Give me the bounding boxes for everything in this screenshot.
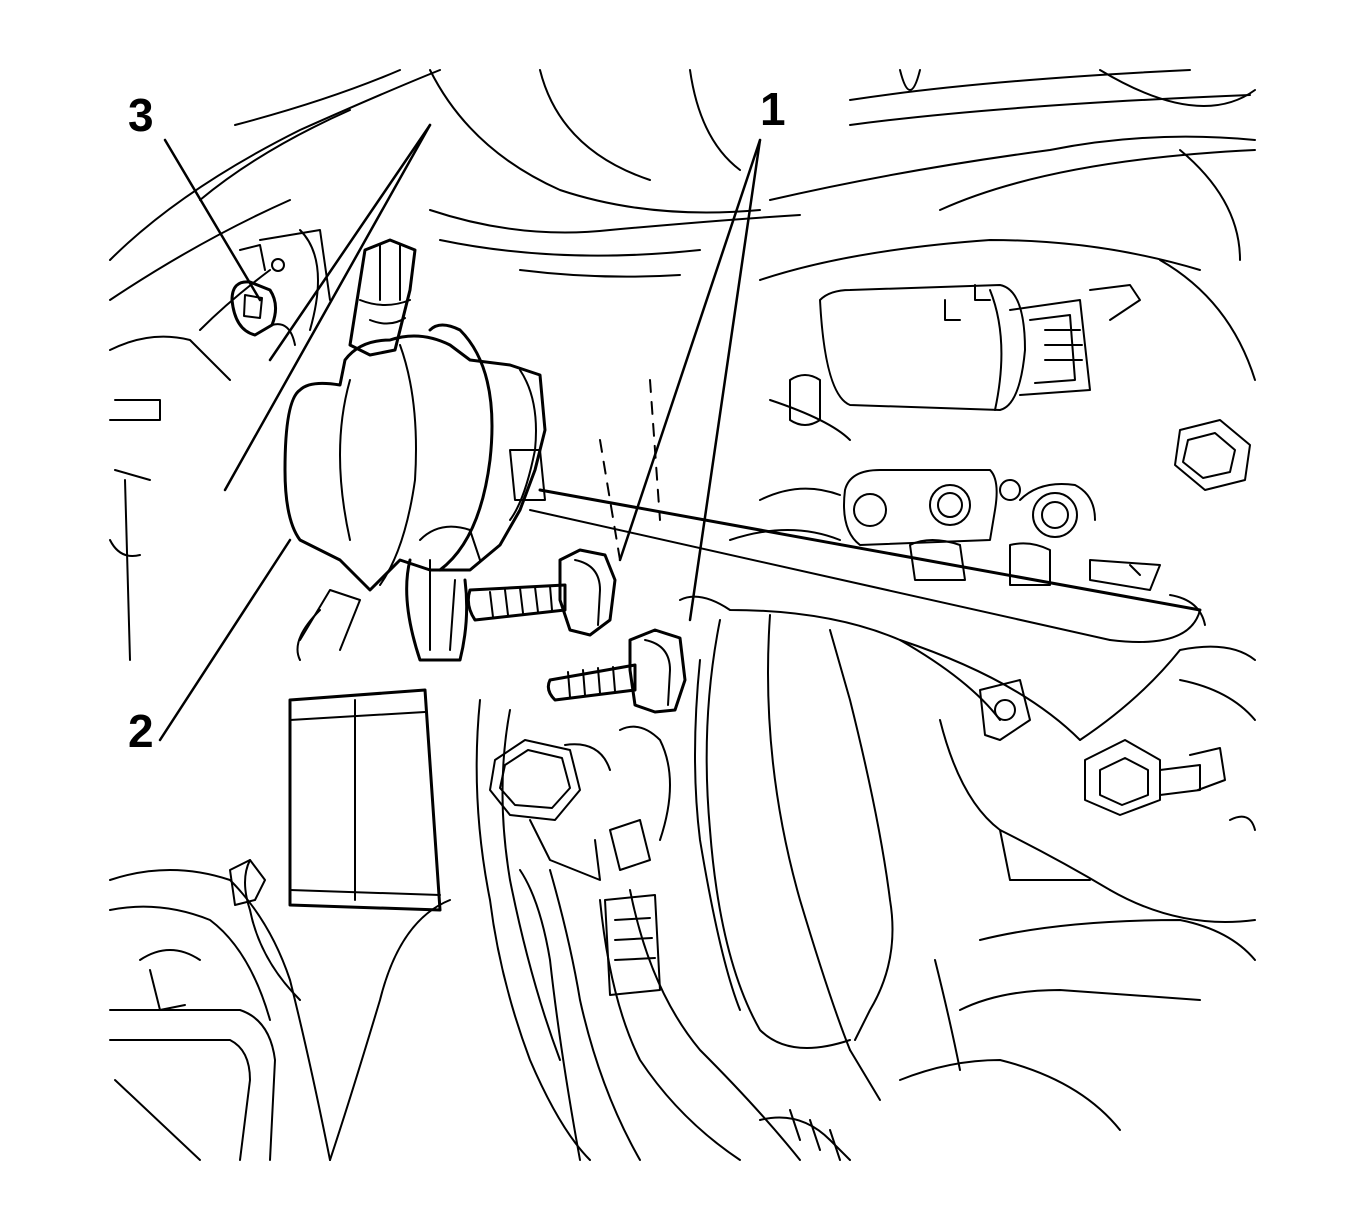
- callout-label-3: 3: [128, 89, 154, 141]
- leader-3: [163, 138, 262, 302]
- hex-nut-top-right: [1174, 419, 1251, 491]
- bolt-upper: [466, 548, 617, 637]
- mounting-bracket: [729, 469, 1161, 591]
- alignment-lines: [599, 379, 661, 561]
- lower-hoses: [109, 699, 851, 1161]
- bolt-lower: [546, 628, 687, 714]
- leader-2: [158, 538, 292, 742]
- leader-1b: [688, 138, 762, 622]
- leader-lines: [158, 123, 762, 742]
- leader-1a: [618, 138, 762, 562]
- leader-3c: [268, 123, 432, 362]
- background-structure: [109, 69, 1256, 661]
- stud-bolt-right: [979, 679, 1226, 816]
- rod-assembly: [529, 488, 1206, 643]
- purge-valve: [283, 238, 547, 662]
- leader-3b: [223, 123, 432, 492]
- callout-label-1: 1: [760, 83, 786, 135]
- hex-bolt-lower: [489, 725, 671, 996]
- hose-clip: [230, 244, 296, 346]
- central-housing: [679, 595, 1256, 1131]
- sensor-box: [229, 589, 442, 1001]
- callout-label-2: 2: [128, 705, 154, 757]
- sensor-module-right: [769, 284, 1141, 441]
